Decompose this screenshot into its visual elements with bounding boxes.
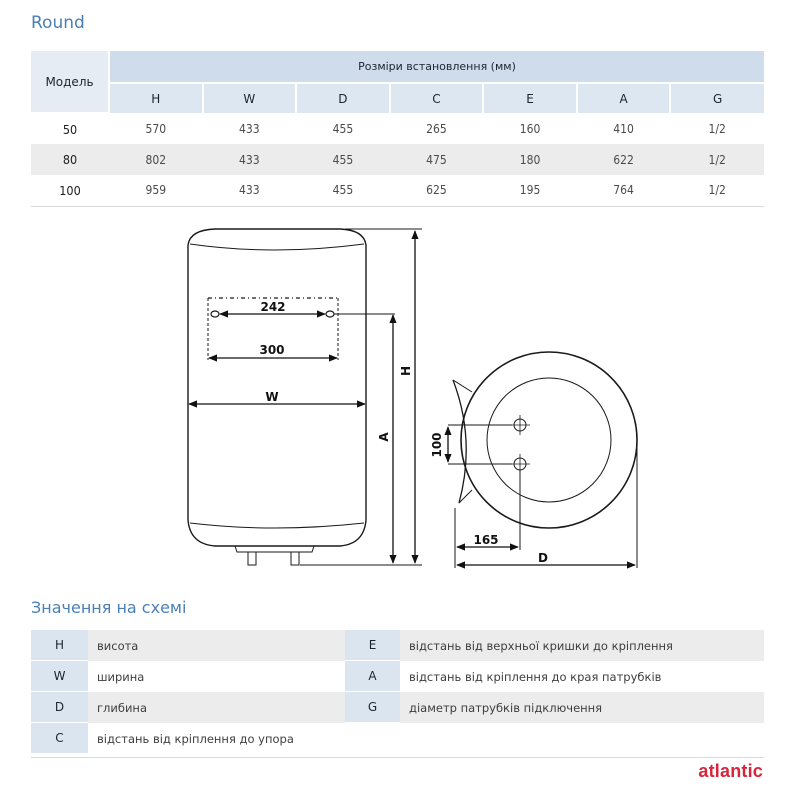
legend-desc-g: діаметр патрубків підключення (400, 692, 764, 723)
dimension-d: D (456, 551, 636, 569)
extension-lines (300, 228, 422, 566)
legend-code-e: E (345, 630, 400, 661)
table-cell: 802 (145, 152, 167, 167)
table-cell: 455 (332, 152, 354, 167)
table-cell: 433 (202, 175, 297, 207)
table-cell: 410 (613, 121, 634, 136)
model-column-header: Модель (31, 51, 109, 114)
legend-table: H висота E відстань від верхньої кришки … (31, 630, 764, 754)
legend-desc-a: відстань від кріплення до края патрубків (409, 669, 662, 684)
legend-divider (31, 757, 764, 758)
tank-front-view (187, 228, 367, 566)
dimensions-group-header: Розміри встановлення (мм) (108, 51, 764, 84)
model-cell: 80 (62, 152, 78, 167)
dimension-a: A (377, 314, 397, 564)
legend-desc-c: відстань від кріплення до упора (97, 731, 294, 746)
column-header-e: E (482, 83, 577, 113)
legend-code-d: D (31, 692, 88, 723)
table-cell: 1/2 (708, 152, 726, 167)
model-cell: 100 (31, 175, 109, 207)
table-cell: 475 (426, 152, 447, 167)
dimension-w: W (188, 390, 366, 408)
mounting-bracket (207, 297, 395, 360)
legend-desc-w: ширина (97, 669, 145, 684)
column-header-w: W (201, 83, 297, 113)
dimension-d-label: D (538, 551, 548, 565)
table-cell: 455 (332, 121, 354, 136)
table-cell: 195 (483, 175, 577, 207)
dimensions-table: Модель Розміри встановлення (мм) H W D C… (31, 51, 764, 207)
legend-code-a: A (345, 661, 400, 692)
dimension-a-label: A (377, 432, 391, 442)
table-cell: 959 (109, 175, 203, 207)
dimension-242-label: 242 (260, 300, 285, 314)
dimension-w-label: W (265, 390, 278, 404)
column-header-g: G (669, 83, 764, 113)
legend-desc-e: відстань від верхньої кришки до кріпленн… (400, 630, 764, 661)
dimension-100: 100 (430, 426, 452, 463)
legend-desc-d: глибина (88, 692, 345, 723)
legend-row: W ширина A відстань від кріплення до кра… (31, 661, 764, 692)
column-header-a: A (575, 83, 671, 113)
model-cell: 50 (62, 121, 78, 137)
table-cell: 265 (426, 121, 447, 136)
table-cell: 764 (576, 175, 671, 207)
table-cell: 625 (389, 175, 484, 207)
column-header-d: D (295, 83, 390, 113)
dimension-242: 242 (219, 300, 326, 318)
legend-desc-h: висота (88, 630, 345, 661)
technical-drawing: 242 300 W A H (187, 228, 638, 569)
legend-row: C відстань від кріплення до упора (31, 723, 764, 754)
legend-row: D глибина G діаметр патрубків підключенн… (31, 692, 764, 723)
table-cell: 1/2 (708, 121, 726, 136)
column-header-c: C (388, 83, 484, 113)
table-row: 80 802 433 455 475 180 622 1/2 (31, 144, 764, 175)
table-cell: 570 (145, 121, 167, 136)
table-row: 50 570 433 455 265 160 410 1/2 (31, 113, 764, 144)
table-cell: 455 (296, 175, 390, 207)
dimension-100-label: 100 (430, 432, 444, 457)
dimension-300: 300 (208, 343, 338, 362)
legend-code-g: G (345, 692, 400, 723)
legend-code-h: H (31, 630, 88, 661)
table-cell: 622 (613, 152, 634, 167)
legend-code-w: W (31, 661, 88, 692)
tank-side-view (448, 351, 638, 568)
table-cell: 1/2 (670, 175, 764, 207)
legend-row: H висота E відстань від верхньої кришки … (31, 630, 764, 661)
table-cell: 433 (239, 152, 260, 167)
table-cell: 160 (519, 121, 541, 136)
dimension-300-label: 300 (259, 343, 284, 357)
table-cell: 180 (519, 152, 541, 167)
table-row: 100 959 433 455 625 195 764 1/2 (31, 175, 764, 207)
dimension-h-label: H (399, 366, 413, 376)
dimension-165: 165 (456, 533, 519, 551)
dimension-h: H (399, 230, 419, 564)
dimension-165-label: 165 (473, 533, 498, 547)
table-cell: 433 (239, 121, 260, 136)
page-title: Round (31, 13, 85, 33)
column-header-h: H (108, 83, 203, 113)
brand-logo: atlantic (698, 761, 763, 781)
legend-code-c: C (31, 723, 88, 754)
legend-title: Значення на схемі (31, 598, 187, 617)
